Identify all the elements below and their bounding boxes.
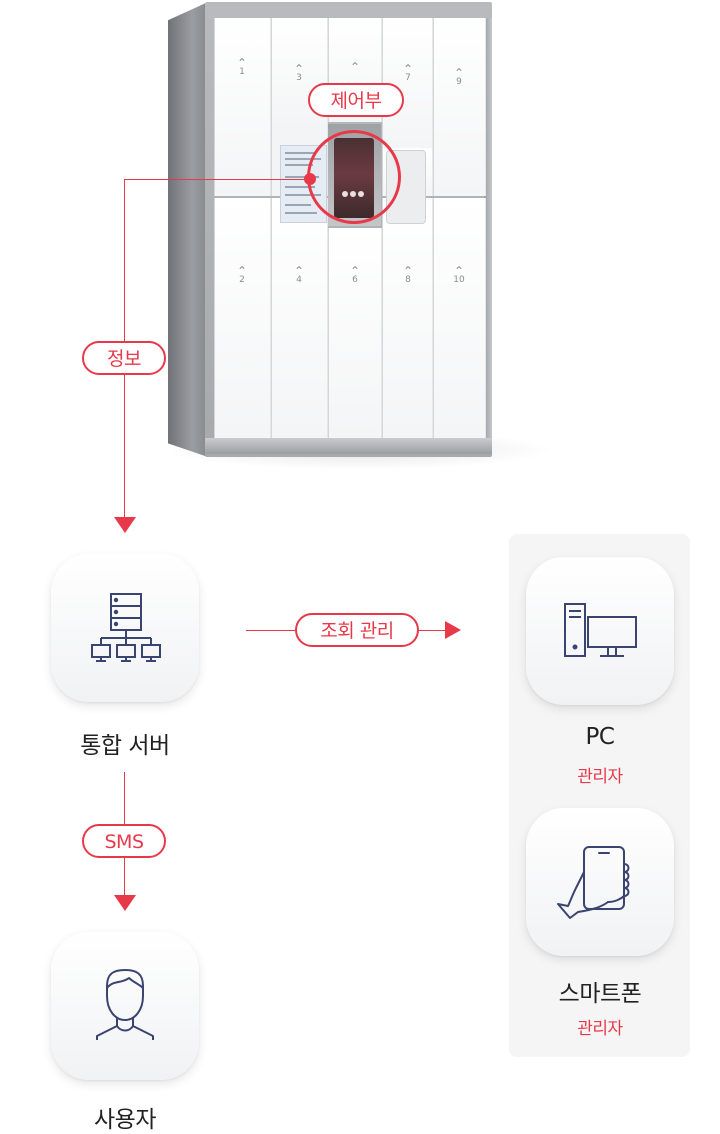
locker-number: 1 [239,67,245,77]
arrow-right-icon [445,621,461,639]
hanger-icon: ⌃10 [447,264,471,285]
locker-door [382,198,433,438]
connection-dot [304,173,316,185]
locker-number: 9 [456,77,462,87]
hanger-icon: ⌃2 [230,264,254,285]
info-flow-line [124,179,306,180]
locker-number: 8 [405,275,411,285]
hanger-icon: ⌃4 [287,264,311,285]
locker-door [433,198,486,438]
phone-admin-sublabel: 관리자 [577,1019,623,1039]
cabinet-right-edge [484,18,492,446]
locker-number: 6 [352,275,358,285]
locker-number: 2 [239,275,245,285]
locker-number: 3 [296,73,302,83]
phone-admin-label: 스마트폰 [558,981,642,1007]
control-unit-highlight-ring [307,130,401,224]
control-unit-label: 제어부 [308,83,404,117]
server-label: 통합 서버 [80,733,170,759]
hanger-icon: ⌃1 [230,56,254,77]
locker-number: 4 [296,275,302,285]
query-manage-label: 조회 관리 [295,613,419,647]
arrow-down-icon [114,517,136,533]
user-label: 사용자 [94,1107,156,1133]
sms-flow-label: SMS [82,824,166,858]
smartphone-hand-icon [557,846,630,919]
pc-admin-tile [526,557,674,705]
locker-number: 7 [405,73,411,83]
hanger-icon: ⌃7 [396,62,420,83]
phone-admin-tile [526,808,674,956]
pc-admin-sublabel: 관리자 [577,767,623,787]
hanger-icon: ⌃8 [396,264,420,285]
info-flow-label: 정보 [82,341,166,375]
locker-door [214,198,271,438]
hanger-icon: ⌃3 [287,62,311,83]
locker-door [271,198,328,438]
server-tile [51,554,199,702]
server-network-icon [91,593,161,662]
cabinet-base [205,438,492,454]
hanger-icon: ⌃9 [447,66,471,87]
pc-admin-label: PC [585,724,615,750]
locker-door [214,18,271,196]
hanger-icon: ⌃5 [349,60,361,74]
desktop-pc-icon [564,603,637,657]
arrow-down-icon [114,895,136,911]
locker-number: 10 [453,275,465,285]
user-icon [96,969,154,1040]
hanger-icon: ⌃6 [343,264,367,285]
user-tile [51,932,199,1080]
locker-door [328,228,382,438]
locker-door [433,18,486,196]
cabinet-side-panel [168,2,208,457]
